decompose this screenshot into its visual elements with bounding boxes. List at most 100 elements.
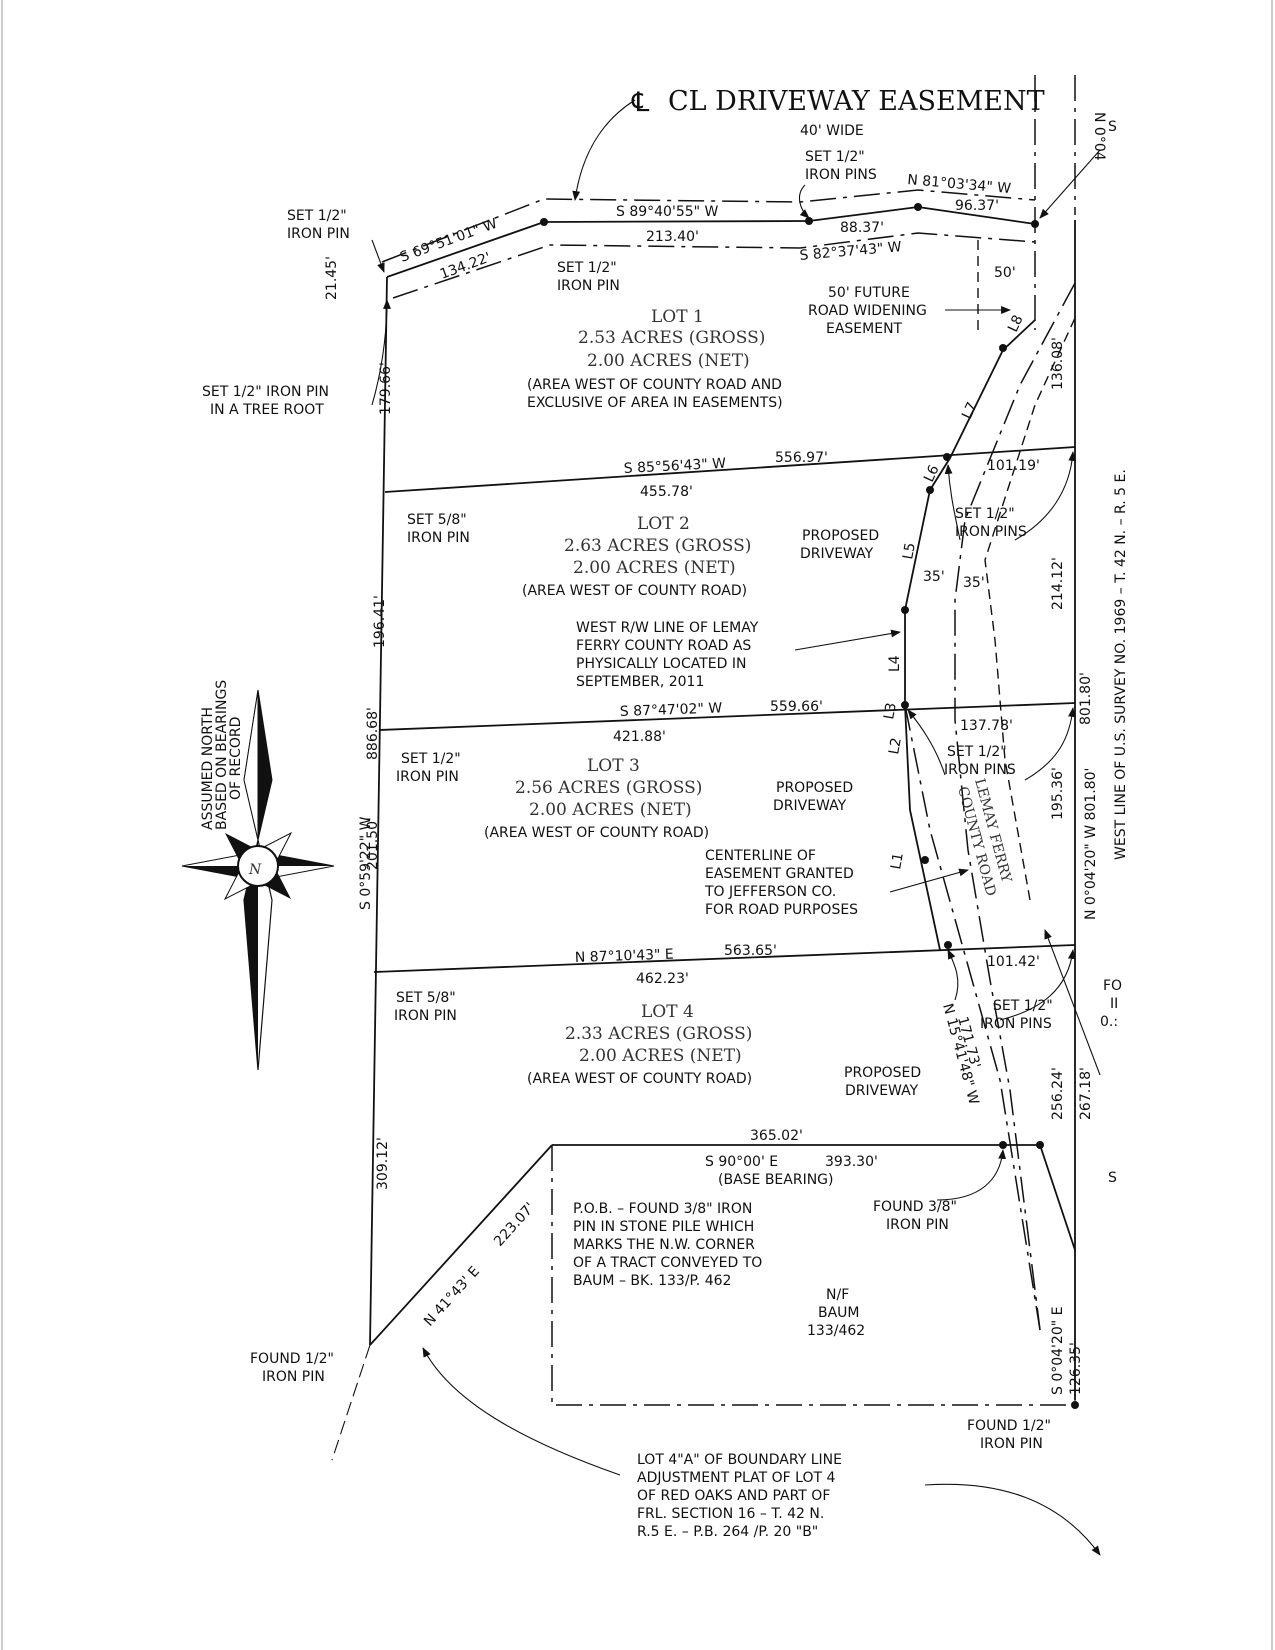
road-centerline <box>954 282 1076 1331</box>
west-line-survey-text: WEST LINE OF U.S. SURVEY NO. 1969 – T. 4… <box>1113 469 1129 860</box>
note-future-road: 50' FUTURE ROAD WIDENING EASEMENT <box>808 285 927 337</box>
sw-diagonal-line <box>369 1144 553 1346</box>
line-label-l6: L6 <box>921 463 943 485</box>
edge-oz: 0.: <box>1100 1014 1118 1030</box>
svg-text:IRON PINS: IRON PINS <box>944 762 1016 778</box>
svg-text:SET 1/2": SET 1/2" <box>287 208 347 224</box>
east-bearing-survey: N 0°04'20" W 801.80' <box>1083 768 1099 920</box>
svg-text:SET 1/2": SET 1/2" <box>947 744 1007 760</box>
sw-bearing: N 41°43' E <box>421 1263 483 1329</box>
top-west-line <box>386 221 545 278</box>
svg-text:FOUND 1/2": FOUND 1/2" <box>250 1351 334 1367</box>
top-mid-line <box>543 220 810 223</box>
west-small-dist: 21.45' <box>324 256 340 300</box>
svg-text:(AREA WEST OF COUNTY ROAD): (AREA WEST OF COUNTY ROAD) <box>522 583 747 599</box>
svg-text:IRON PINS: IRON PINS <box>980 1016 1052 1032</box>
svg-text:EXCLUSIVE OF AREA IN EASEMENTS: EXCLUSIVE OF AREA IN EASEMENTS) <box>527 395 783 411</box>
note-set12-lot3b: SET 1/2" IRON PINS <box>944 744 1016 778</box>
west-seg1: 179.66' <box>378 362 394 415</box>
note-set-pin-2: SET 1/2" IRON PIN <box>557 260 620 294</box>
line3-east: 101.42' <box>987 954 1040 970</box>
svg-text:SET 1/2": SET 1/2" <box>955 506 1015 522</box>
svg-text:SET 1/2": SET 1/2" <box>805 149 865 165</box>
svg-text:IRON PINS: IRON PINS <box>805 167 877 183</box>
title-text: CL DRIVEWAY EASEMENT <box>668 86 1045 117</box>
svg-text:FOR ROAD PURPOSES: FOR ROAD PURPOSES <box>705 902 858 918</box>
line-label-l4: L4 <box>887 655 903 672</box>
lemay-35b: 35' <box>963 575 985 591</box>
title-cl-glyph: ℄ <box>631 87 650 118</box>
svg-text:IRON PIN: IRON PIN <box>886 1217 949 1233</box>
svg-text:IRON PIN: IRON PIN <box>287 226 350 242</box>
svg-text:WEST R/W LINE OF LEMAY: WEST R/W LINE OF LEMAY <box>576 620 759 636</box>
east-seg4: 267.18' <box>1078 1067 1094 1120</box>
line-label-l7: L7 <box>959 400 981 422</box>
line3-dist: 462.23' <box>636 971 689 987</box>
easement-south-edge <box>392 232 1036 299</box>
west-seg4: 309.12' <box>375 1137 391 1190</box>
svg-text:IRON PIN: IRON PIN <box>980 1436 1043 1452</box>
line1-dist: 455.78' <box>640 484 693 500</box>
note-centerline: CENTERLINE OF EASEMENT GRANTED TO JEFFER… <box>704 848 858 918</box>
note-west-rw: WEST R/W LINE OF LEMAY FERRY COUNTY ROAD… <box>576 620 759 690</box>
top-lower-bearing: S 82°37'43" W <box>799 239 903 264</box>
note-set-pins-top: SET 1/2" IRON PINS <box>805 149 877 183</box>
south-dist: 365.02' <box>750 1128 803 1144</box>
note-set12-lot4: SET 1/2" IRON PINS <box>980 998 1053 1032</box>
svg-text:TO JEFFERSON CO.: TO JEFFERSON CO. <box>704 884 836 900</box>
note-found12-sw: FOUND 1/2" IRON PIN <box>250 1351 334 1385</box>
svg-text:PIN IN STONE PILE WHICH: PIN IN STONE PILE WHICH <box>573 1219 754 1235</box>
note-proposed-1: PROPOSED DRIVEWAY <box>800 528 879 562</box>
svg-text:FERRY COUNTY ROAD AS: FERRY COUNTY ROAD AS <box>576 638 751 654</box>
future-width: 50' <box>994 265 1016 281</box>
lot-2-label: LOT 2 2.63 ACRES (GROSS) 2.00 ACRES (NET… <box>522 514 751 599</box>
svg-text:50' FUTURE: 50' FUTURE <box>828 285 910 301</box>
svg-text:FOUND 3/8": FOUND 3/8" <box>873 1199 957 1215</box>
lot-1-label: LOT 1 2.53 ACRES (GROSS) 2.00 ACRES (NET… <box>527 307 783 411</box>
road-east-edge <box>984 317 1076 901</box>
top-mid-bearing: S 89°40'55" W <box>616 204 719 220</box>
lemay-35a: 35' <box>923 569 945 585</box>
top-right-dist: 96.37' <box>955 198 999 214</box>
lot2-lot3-line <box>379 702 1076 731</box>
svg-text:2.00 ACRES (NET): 2.00 ACRES (NET) <box>587 351 750 371</box>
note-pob: P.O.B. – FOUND 3/8" IRON PIN IN STONE PI… <box>573 1201 762 1289</box>
svg-text:DRIVEWAY: DRIVEWAY <box>800 546 874 562</box>
note-proposed-3: PROPOSED DRIVEWAY <box>844 1065 921 1099</box>
svg-text:IRON PIN: IRON PIN <box>396 769 459 785</box>
svg-text:P.O.B. – FOUND 3/8" IRON: P.O.B. – FOUND 3/8" IRON <box>573 1201 752 1217</box>
line-label-l2: L2 <box>886 736 905 755</box>
lot-4-label: LOT 4 2.33 ACRES (GROSS) 2.00 ACRES (NET… <box>527 1002 752 1087</box>
svg-text:EASEMENT GRANTED: EASEMENT GRANTED <box>705 866 854 882</box>
note-set12-lot3a: SET 1/2" IRON PIN <box>396 751 461 785</box>
line2-total: 559.66' <box>770 699 823 715</box>
svg-text:BAUM – BK. 133/P. 462: BAUM – BK. 133/P. 462 <box>573 1273 731 1289</box>
south-total: 393.30' <box>825 1154 878 1170</box>
svg-text:SET 1/2": SET 1/2" <box>993 998 1053 1014</box>
edge-s2: S <box>1108 1170 1117 1186</box>
svg-text:(AREA WEST OF COUNTY ROAD): (AREA WEST OF COUNTY ROAD) <box>527 1071 752 1087</box>
svg-text:2.53 ACRES (GROSS): 2.53 ACRES (GROSS) <box>578 328 765 348</box>
svg-text:LOT 1: LOT 1 <box>651 307 704 327</box>
svg-text:2.56 ACRES (GROSS): 2.56 ACRES (GROSS) <box>515 778 702 798</box>
east-seg5: 256.24' <box>1050 1067 1066 1120</box>
svg-text:IN A TREE ROOT: IN A TREE ROOT <box>210 402 324 418</box>
line1-east: 101.19' <box>987 458 1040 474</box>
line-label-l8: L8 <box>1005 313 1027 335</box>
east-seg3: 195.36' <box>1050 767 1066 820</box>
north-letter: N <box>248 862 262 878</box>
svg-text:2.00 ACRES (NET): 2.00 ACRES (NET) <box>573 558 736 578</box>
note-set58-b: SET 5/8" IRON PIN <box>394 990 457 1024</box>
top-mid-dist: 213.40' <box>646 229 699 245</box>
leader-arrows <box>371 99 1101 1556</box>
west-boundary-line <box>369 276 388 1346</box>
svg-text:IRON PIN: IRON PIN <box>407 530 470 546</box>
svg-text:2.00 ACRES (NET): 2.00 ACRES (NET) <box>579 1046 742 1066</box>
line2-bearing: S 87°47'02" W <box>620 700 723 720</box>
top-west-dist: 134.22' <box>438 250 493 283</box>
south-bearing: S 90°00' E <box>705 1154 778 1170</box>
svg-text:SET 1/2": SET 1/2" <box>401 751 461 767</box>
svg-text:FOUND 1/2": FOUND 1/2" <box>967 1418 1051 1434</box>
svg-text:R.5 E. – P.B. 264 /P. 20 "B": R.5 E. – P.B. 264 /P. 20 "B" <box>637 1524 818 1540</box>
